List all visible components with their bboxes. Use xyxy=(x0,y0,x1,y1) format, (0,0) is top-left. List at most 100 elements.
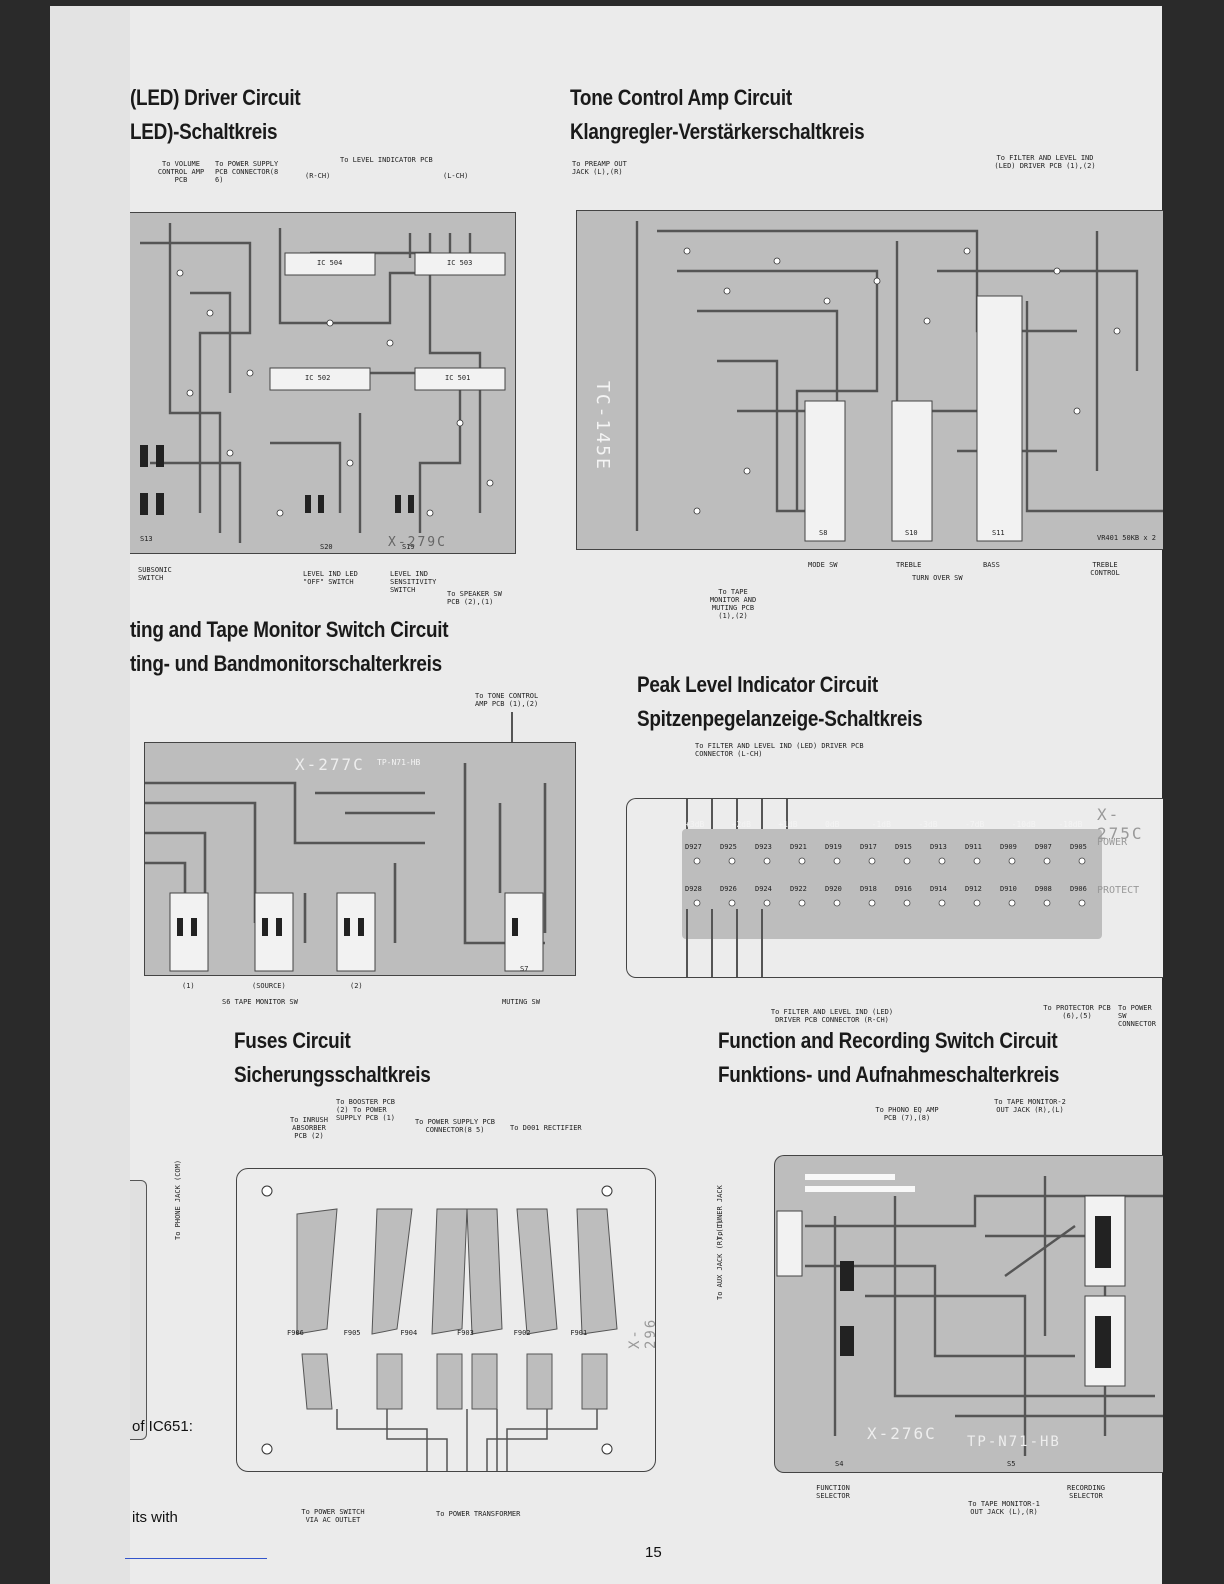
led-lbl-level: To LEVEL INDICATOR PCB xyxy=(340,156,433,164)
diode-label: D927 xyxy=(685,843,702,851)
solder-pad xyxy=(938,899,946,907)
diode-label: D915 xyxy=(895,843,912,851)
tone-lbl-treblectrl: TREBLE CONTROL xyxy=(1090,561,1120,577)
solder-pad xyxy=(868,899,876,907)
peak-pcb-id: X-275C xyxy=(1097,805,1144,843)
tone-title-de: Klangregler-Verstärkerschaltkreis xyxy=(570,119,865,144)
diode-label: D908 xyxy=(1035,885,1052,893)
diode-label: D906 xyxy=(1070,885,1087,893)
s20-label: S20 xyxy=(320,543,333,551)
diode-label: D909 xyxy=(1000,843,1017,851)
tone-lbl-filter: To FILTER AND LEVEL IND (LED) DRIVER PCB… xyxy=(994,154,1096,170)
page-margin-band xyxy=(50,6,130,1584)
diode-label: D907 xyxy=(1035,843,1052,851)
diode-label: D913 xyxy=(930,843,947,851)
muting-pcb-code: TP-N71-HB xyxy=(377,758,421,767)
db-scale-label: -7dB xyxy=(965,820,985,829)
solder-pad xyxy=(1078,857,1086,865)
led-lbl-sens: LEVEL IND SENSITIVITY SWITCH xyxy=(390,570,437,594)
fuse-lbl-psu: To POWER SUPPLY PCB CONNECTOR(8 5) xyxy=(414,1118,496,1134)
led-driver-pcb: IC 504 IC 503 IC 502 IC 501 S13 S20 S19 … xyxy=(130,212,516,554)
peak-title-de: Spitzenpegelanzeige-Schaltkreis xyxy=(637,706,923,731)
page-number: 15 xyxy=(645,1544,662,1561)
muting-lbl-tone: To TONE CONTROL AMP PCB (1),(2) xyxy=(475,692,539,708)
led-lbl-volume: To VOLUME CONTROL AMP PCB xyxy=(157,160,205,184)
solder-pad xyxy=(728,857,736,865)
muting-title: ting and Tape Monitor Switch Circuit xyxy=(130,617,449,642)
solder-pad xyxy=(1008,899,1016,907)
function-traces xyxy=(776,1174,1163,1456)
tone-lbl-tapemon: To TAPE MONITOR AND MUTING PCB (1),(2) xyxy=(709,588,757,620)
solder-pad xyxy=(693,857,701,865)
led-lbl-speaker: To SPEAKER SW PCB (2),(1) xyxy=(447,590,502,606)
peak-lbl-lch: To FILTER AND LEVEL IND (LED) DRIVER PCB… xyxy=(695,742,864,758)
diode-label: D926 xyxy=(720,885,737,893)
fuse-lbl-inrush: To INRUSH ABSORBER PCB (2) xyxy=(290,1116,328,1140)
muting-lbl-mutingsw: MUTING SW xyxy=(502,998,540,1006)
fuse-label: F906 xyxy=(287,1329,304,1337)
solder-pad xyxy=(973,857,981,865)
func-lbl-recording: RECORDING SELECTOR xyxy=(1067,1484,1105,1500)
func-lbl-tapemon2: To TAPE MONITOR-2 OUT JACK (R),(L) xyxy=(994,1098,1066,1114)
tone-title: Tone Control Amp Circuit xyxy=(570,85,792,110)
solder-pad xyxy=(798,899,806,907)
tone-lbl-preamp: To PREAMP OUT JACK (L),(R) xyxy=(572,160,627,176)
solder-pad xyxy=(1043,899,1051,907)
fuse-label: F904 xyxy=(400,1329,418,1337)
fuse-lbl-booster: To BOOSTER PCB (2) To POWER SUPPLY PCB (… xyxy=(336,1098,396,1122)
tone-lbl-treble: TREBLE xyxy=(896,561,922,569)
muting-lbl-source: (SOURCE) xyxy=(252,982,286,990)
diode-label: D914 xyxy=(930,885,947,893)
db-scale-label: +3dB xyxy=(685,820,705,829)
led-driver-traces xyxy=(140,223,506,543)
fuse-label: F905 xyxy=(343,1329,361,1337)
muting-pcb-id: X-277C xyxy=(295,755,365,774)
peak-lbl-rch: To FILTER AND LEVEL IND (LED) DRIVER PCB… xyxy=(770,1008,894,1024)
solder-pad xyxy=(728,899,736,907)
solder-pad xyxy=(763,899,771,907)
led-driver-title-de: LED)-Schaltkreis xyxy=(130,119,278,144)
led-lbl-lch: (L-CH) xyxy=(443,172,469,180)
solder-pad xyxy=(938,857,946,865)
ic502-label: IC 502 xyxy=(305,374,331,382)
diode-label: D923 xyxy=(755,843,772,851)
diode-label: D911 xyxy=(965,843,982,851)
peak-lbl-protector: To PROTECTOR PCB (6),(5) xyxy=(1043,1004,1111,1020)
function-title-de: Funktions- und Aufnahmeschalterkreis xyxy=(718,1062,1060,1087)
diode-label: D924 xyxy=(755,885,772,893)
side-note-ic651: of IC651: xyxy=(132,1418,193,1435)
phone-jack-board-edge xyxy=(130,1180,147,1440)
diode-label: D910 xyxy=(1000,885,1017,893)
db-scale-label: -3dB xyxy=(918,820,938,829)
s11-label: S11 xyxy=(992,529,1005,537)
diode-label: D921 xyxy=(790,843,807,851)
muting-wire xyxy=(511,712,513,757)
db-scale-label: -1dB xyxy=(871,820,891,829)
s10-label: S10 xyxy=(905,529,918,537)
solder-pad xyxy=(973,899,981,907)
function-pcb-id: X-276C xyxy=(867,1424,937,1443)
side-note-underline xyxy=(125,1558,267,1559)
tone-lbl-mode: MODE SW xyxy=(808,561,838,569)
led-lbl-subsonic: SUBSONIC SWITCH xyxy=(138,566,172,582)
db-scale-label: -10dB xyxy=(1011,820,1036,829)
solder-pad xyxy=(833,899,841,907)
tone-lbl-turnover: TURN OVER SW xyxy=(912,574,963,582)
led-lbl-power: To POWER SUPPLY PCB CONNECTOR(8 6) xyxy=(215,160,279,184)
tone-control-pcb: TC-145E S8 S10 S11 VR401 50KB x 2 xyxy=(576,210,1163,550)
muting-lbl-s6: S6 TAPE MONITOR SW xyxy=(222,998,298,1006)
s8-label: S8 xyxy=(819,529,828,537)
solder-pad xyxy=(903,899,911,907)
s13-label: S13 xyxy=(140,535,153,543)
muting-lbl-1: (1) xyxy=(182,982,195,990)
diode-label: D918 xyxy=(860,885,877,893)
muting-lbl-2: (2) xyxy=(350,982,363,990)
diode-label: D905 xyxy=(1070,843,1087,851)
db-scale-label: +1dB xyxy=(778,820,798,829)
s4-label: S4 xyxy=(835,1460,844,1468)
diode-label: D912 xyxy=(965,885,982,893)
